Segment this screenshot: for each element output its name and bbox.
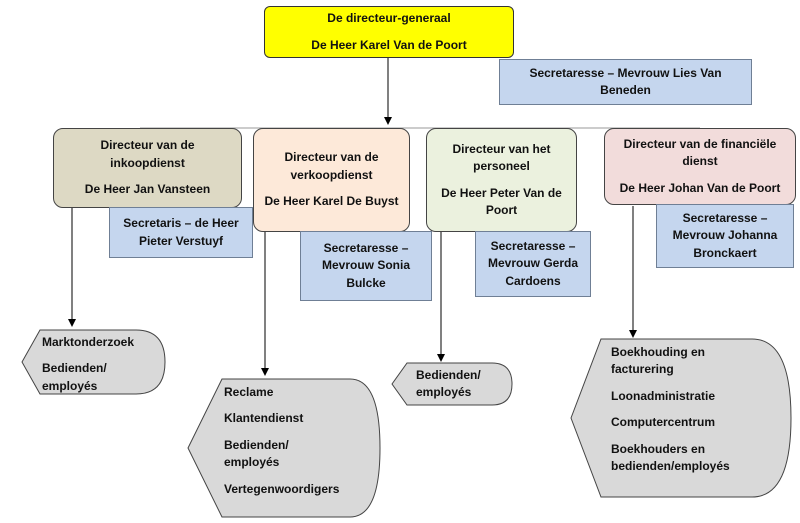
- director-financieel-name: De Heer Johan Van de Poort: [619, 180, 781, 195]
- units-inkoop: Marktonderzoek Bedienden/ employés: [42, 334, 134, 395]
- dg-secretary-box: Secretaresse – Mevrouw Lies Van Beneden: [499, 59, 752, 105]
- unit-item: Klantendienst: [224, 411, 304, 426]
- unit-item: Marktonderzoek: [42, 335, 135, 349]
- secretary-inkoop-box: Secretaris – de Heer Pieter Verstuyf: [109, 207, 253, 258]
- director-verkoop-box: Directeur van de verkoopdienst De Heer K…: [253, 128, 410, 232]
- unit-shape-financieel: [570, 338, 792, 498]
- unit-item: Bedienden/ employés: [416, 368, 481, 400]
- director-general-title: De directeur-generaal: [327, 11, 451, 26]
- unit-item: Bedienden/ employés: [224, 437, 289, 470]
- unit-shape-verkoop: [187, 378, 381, 518]
- unit-shape-inkoop: [21, 329, 166, 395]
- director-inkoop-box: Directeur van de inkoopdienst De Heer Ja…: [53, 128, 242, 208]
- unit-item: Reclame: [224, 385, 274, 399]
- director-verkoop-name: De Heer Karel De Buyst: [264, 194, 399, 209]
- unit-item: Computercentrum: [611, 415, 716, 430]
- director-general-name: De Heer Karel Van de Poort: [311, 37, 467, 52]
- director-financieel-box: Directeur van de financiële dienst De He…: [604, 128, 796, 205]
- director-personeel-name: De Heer Peter Van de Poort: [441, 185, 562, 217]
- unit-shape-personeel: [391, 362, 513, 406]
- units-financieel: Boekhouding en facturering Loonadministr…: [611, 344, 761, 475]
- secretary-financieel-box: Secretaresse – Mevrouw Johanna Bronckaer…: [656, 204, 794, 268]
- unit-item: Vertegenwoordigers: [224, 481, 340, 496]
- director-inkoop-title: Directeur van de inkoopdienst: [100, 138, 195, 170]
- director-financieel-title: Directeur van de financiële dienst: [623, 136, 777, 169]
- secretary-verkoop-box: Secretaresse – Mevrouw Sonia Bulcke: [300, 231, 432, 301]
- unit-item: Bedienden/ employés: [42, 361, 107, 393]
- units-verkoop: Reclame Klantendienst Bedienden/ employé…: [224, 384, 339, 498]
- units-personeel: Bedienden/ employés: [416, 367, 496, 402]
- secretary-personeel-box: Secretaresse – Mevrouw Gerda Cardoens: [475, 231, 591, 297]
- director-inkoop-name: De Heer Jan Vansteen: [84, 182, 211, 197]
- director-verkoop-title: Directeur van de verkoopdienst: [284, 150, 379, 182]
- unit-item: Boekhouders en bedienden/employés: [611, 441, 730, 473]
- director-general-box: De directeur-generaal De Heer Karel Van …: [264, 6, 514, 58]
- director-personeel-box: Directeur van het personeel De Heer Pete…: [426, 128, 577, 232]
- unit-item: Boekhouding en facturering: [611, 345, 705, 377]
- director-personeel-title: Directeur van het personeel: [452, 141, 551, 174]
- unit-item: Loonadministratie: [611, 388, 716, 403]
